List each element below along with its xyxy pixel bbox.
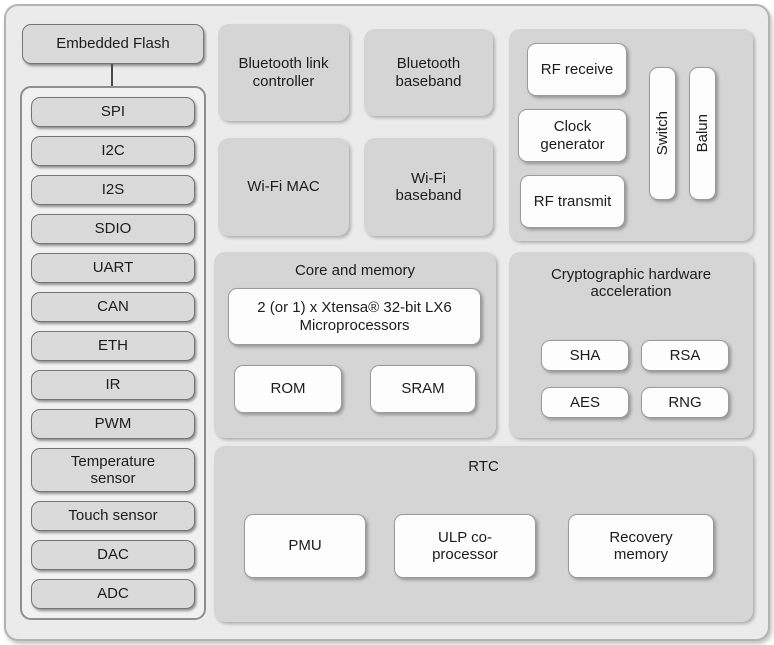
rom-label: ROM: [270, 380, 306, 398]
flash-connector-line: [111, 64, 113, 87]
bluetooth-baseband-box: Bluetooth baseband: [364, 29, 493, 116]
balun-label: Balun: [693, 114, 711, 153]
bluetooth-baseband-label: Bluetooth baseband: [395, 55, 462, 90]
embedded-flash-label: Embedded Flash: [56, 35, 170, 53]
crypto-panel: Cryptographic hardware acceleration SHA …: [509, 252, 753, 438]
aes-label: AES: [569, 393, 600, 411]
peripheral-ir: IR: [31, 370, 195, 400]
peripheral-i2s-label: I2S: [101, 181, 125, 199]
rom-box: ROM: [234, 365, 342, 413]
rtc-title: RTC: [468, 458, 499, 475]
sram-label: SRAM: [401, 380, 445, 398]
switch-label: Switch: [653, 111, 671, 156]
peripheral-uart-label: UART: [92, 259, 134, 277]
core-memory-title: Core and memory: [294, 262, 416, 279]
peripherals-container: SPI I2C I2S SDIO UART CAN ETH IR PWM Tem…: [20, 86, 206, 620]
recovery-memory-label: Recovery memory: [609, 528, 673, 563]
pmu-box: PMU: [244, 514, 366, 578]
recovery-memory-box: Recovery memory: [568, 514, 714, 578]
sram-box: SRAM: [370, 365, 476, 413]
peripheral-spi: SPI: [31, 97, 195, 127]
bluetooth-link-controller-label: Bluetooth link controller: [238, 55, 329, 90]
sha-box: SHA: [541, 340, 629, 371]
peripheral-spi-label: SPI: [100, 103, 126, 121]
peripheral-ir-label: IR: [105, 376, 121, 394]
sha-label: SHA: [569, 346, 601, 364]
wifi-baseband-box: Wi-Fi baseband: [364, 138, 493, 236]
peripheral-can-label: CAN: [97, 298, 129, 316]
peripheral-dac-label: DAC: [97, 546, 129, 564]
clock-generator-label: Clock generator: [540, 118, 605, 153]
pmu-label: PMU: [288, 537, 322, 555]
rtc-panel: RTC PMU ULP co-processor Recovery memory: [214, 446, 753, 622]
peripheral-temperature-sensor-label: Temperature sensor: [70, 452, 156, 487]
wifi-mac-box: Wi-Fi MAC: [218, 138, 349, 236]
cpu-box: 2 (or 1) x Xtensa® 32-bit LX6 Microproce…: [228, 288, 481, 345]
wifi-mac-label: Wi-Fi MAC: [247, 178, 320, 196]
bluetooth-link-controller-box: Bluetooth link controller: [218, 24, 349, 121]
rng-label: RNG: [668, 393, 702, 411]
peripheral-i2c-label: I2C: [101, 142, 125, 160]
peripheral-eth-label: ETH: [98, 337, 128, 355]
embedded-flash-box: Embedded Flash: [22, 24, 204, 64]
peripheral-i2c: I2C: [31, 136, 195, 166]
peripheral-touch-sensor-label: Touch sensor: [68, 507, 158, 525]
peripheral-pwm: PWM: [31, 409, 195, 439]
rf-receive-box: RF receive: [527, 43, 627, 96]
wifi-baseband-label: Wi-Fi baseband: [395, 169, 462, 204]
switch-box: Switch: [649, 67, 676, 200]
rf-transmit-box: RF transmit: [520, 175, 625, 228]
crypto-title: Cryptographic hardware acceleration: [550, 266, 712, 301]
rf-panel: RF receive Clock generator RF transmit S…: [509, 29, 753, 241]
rsa-box: RSA: [641, 340, 729, 371]
peripheral-touch-sensor: Touch sensor: [31, 501, 195, 531]
ulp-coprocessor-label: ULP co-processor: [432, 528, 498, 563]
rf-transmit-label: RF transmit: [533, 192, 612, 210]
peripheral-i2s: I2S: [31, 175, 195, 205]
rng-box: RNG: [641, 387, 729, 418]
clock-generator-box: Clock generator: [518, 109, 627, 162]
balun-box: Balun: [689, 67, 716, 200]
peripheral-dac: DAC: [31, 540, 195, 570]
aes-box: AES: [541, 387, 629, 418]
rf-receive-label: RF receive: [540, 60, 614, 78]
peripheral-can: CAN: [31, 292, 195, 322]
peripheral-sdio: SDIO: [31, 214, 195, 244]
peripheral-temperature-sensor: Temperature sensor: [31, 448, 195, 492]
peripheral-eth: ETH: [31, 331, 195, 361]
ulp-coprocessor-box: ULP co-processor: [394, 514, 536, 578]
core-memory-panel: Core and memory 2 (or 1) x Xtensa® 32-bi…: [214, 252, 496, 438]
peripheral-adc-label: ADC: [97, 585, 129, 603]
peripheral-uart: UART: [31, 253, 195, 283]
cpu-label: 2 (or 1) x Xtensa® 32-bit LX6 Microproce…: [257, 299, 452, 334]
rsa-label: RSA: [669, 346, 701, 364]
peripheral-sdio-label: SDIO: [94, 220, 132, 238]
peripheral-pwm-label: PWM: [94, 415, 132, 433]
peripheral-adc: ADC: [31, 579, 195, 609]
